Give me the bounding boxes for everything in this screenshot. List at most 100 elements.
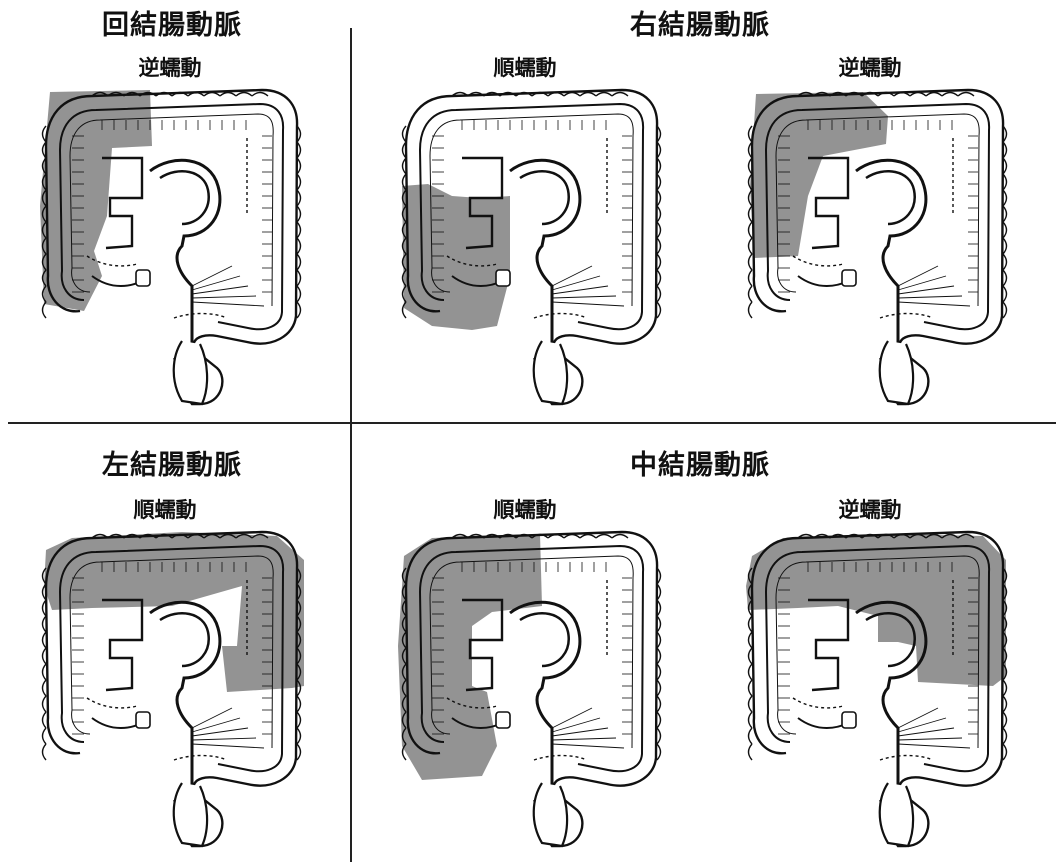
- colon-diagram-ileocolic-antiperistaltic: [32, 86, 302, 406]
- haustra-bump: [749, 302, 753, 318]
- haustra-bump: [297, 270, 301, 286]
- haustra-bump: [1003, 728, 1007, 744]
- panel-title-right-colic-artery: 右結腸動脈: [630, 12, 770, 39]
- mesentery-vessel: [898, 738, 962, 740]
- label-isoperistaltic: 順蠕動: [494, 500, 557, 521]
- haustra-bump: [580, 535, 596, 539]
- haustra-bump: [749, 696, 753, 712]
- label-isoperistaltic: 順蠕動: [134, 500, 197, 521]
- haustra-bump: [926, 93, 942, 97]
- rectum: [880, 783, 913, 846]
- ileum-stump: [842, 270, 856, 286]
- haustra-bump: [958, 93, 974, 97]
- haustra-bump: [236, 93, 252, 97]
- colon-svg: [738, 528, 1008, 848]
- colon-svg: [32, 86, 302, 406]
- dashed-arcade: [880, 756, 933, 761]
- dashed-arcade: [174, 756, 227, 761]
- dashed-arcade: [534, 314, 587, 319]
- label-antiperistaltic: 逆蠕動: [139, 58, 202, 79]
- haustra-bump: [749, 664, 753, 680]
- haustra-bump: [297, 712, 301, 728]
- haustra-bump: [1003, 744, 1007, 760]
- haustra-bump: [43, 712, 47, 728]
- rectum: [880, 341, 913, 404]
- haustra-bump: [749, 222, 753, 238]
- haustra-bump: [657, 712, 661, 728]
- haustra-bump: [657, 270, 661, 286]
- haustra-bump: [43, 680, 47, 696]
- blood-supply-region-shade: [402, 184, 510, 330]
- haustra-bump: [43, 728, 47, 744]
- mesenteric-loop-inner: [160, 171, 209, 224]
- haustra-bump: [220, 93, 236, 97]
- mesenteric-loop-inner: [520, 171, 569, 224]
- haustra-bump: [43, 632, 47, 648]
- mesenteric-loop-inner: [520, 613, 569, 666]
- horizontal-divider: [8, 422, 1056, 424]
- haustra-bump: [657, 302, 661, 318]
- haustra-bump: [43, 648, 47, 664]
- colon-svg: [32, 528, 302, 848]
- vertical-divider: [350, 28, 352, 862]
- dashed-arcade: [174, 314, 227, 319]
- haustra-bump: [596, 535, 612, 539]
- ileum-stump: [496, 712, 510, 728]
- haustra-bump: [749, 728, 753, 744]
- haustra-bump: [657, 286, 661, 302]
- ileum-stump: [842, 712, 856, 728]
- haustra-bump: [297, 728, 301, 744]
- dashed-arcade: [87, 698, 137, 708]
- haustra-bump: [749, 286, 753, 302]
- haustra-bump: [43, 664, 47, 680]
- mesenteric-loop: [510, 160, 580, 346]
- mesentery-vessel: [192, 296, 256, 298]
- haustra-bump: [297, 302, 301, 318]
- haustra-bump: [749, 238, 753, 254]
- rectum: [174, 341, 207, 404]
- haustra-bump: [297, 254, 301, 270]
- haustra-bump: [1003, 254, 1007, 270]
- haustra-bump: [43, 744, 47, 760]
- mesentery-vessel: [552, 708, 592, 728]
- ileum-stump: [496, 270, 510, 286]
- mesenteric-loop: [150, 160, 220, 346]
- mesentery-vessel: [898, 266, 938, 286]
- dashed-arcade: [534, 756, 587, 761]
- haustra-bump: [749, 648, 753, 664]
- haustra-bump: [596, 93, 612, 97]
- label-antiperistaltic: 逆蠕動: [839, 500, 902, 521]
- haustra-bump: [297, 286, 301, 302]
- haustra-bump: [612, 535, 628, 539]
- mesentery-vessel: [552, 266, 592, 286]
- blood-supply-region-shade: [750, 92, 888, 258]
- haustra-bump: [1003, 286, 1007, 302]
- haustra-bump: [749, 270, 753, 286]
- haustra-bump: [580, 93, 596, 97]
- mesentery-vessel: [898, 744, 970, 748]
- haustra-bump: [749, 254, 753, 270]
- rectum: [534, 341, 567, 404]
- dashed-arcade: [793, 256, 843, 266]
- ileum-stump: [136, 712, 150, 728]
- haustra-bump: [612, 93, 628, 97]
- haustra-bump: [749, 680, 753, 696]
- mesentery-vessel: [898, 302, 970, 306]
- mesentery-vessel: [552, 302, 624, 306]
- colon-diagram-middle-colic-isoperistaltic: [392, 528, 662, 848]
- haustra-bump: [1003, 270, 1007, 286]
- blood-supply-region-shade: [44, 532, 304, 692]
- haustra-bump: [657, 744, 661, 760]
- panel-title-middle-colic-artery: 中結腸動脈: [630, 452, 770, 479]
- dashed-arcade: [793, 698, 843, 708]
- mesentery-vessel: [898, 708, 938, 728]
- mesenteric-loop: [510, 602, 580, 788]
- haustra-bump: [749, 712, 753, 728]
- colon-diagram-right-colic-antiperistaltic: [738, 86, 1008, 406]
- colon-diagram-left-colic-isoperistaltic: [32, 528, 302, 848]
- haustra-bump: [43, 696, 47, 712]
- colon-diagram-middle-colic-antiperistaltic: [738, 528, 1008, 848]
- ileum-stump: [136, 270, 150, 286]
- mesentery-vessel: [898, 296, 962, 298]
- colon-svg: [392, 86, 662, 406]
